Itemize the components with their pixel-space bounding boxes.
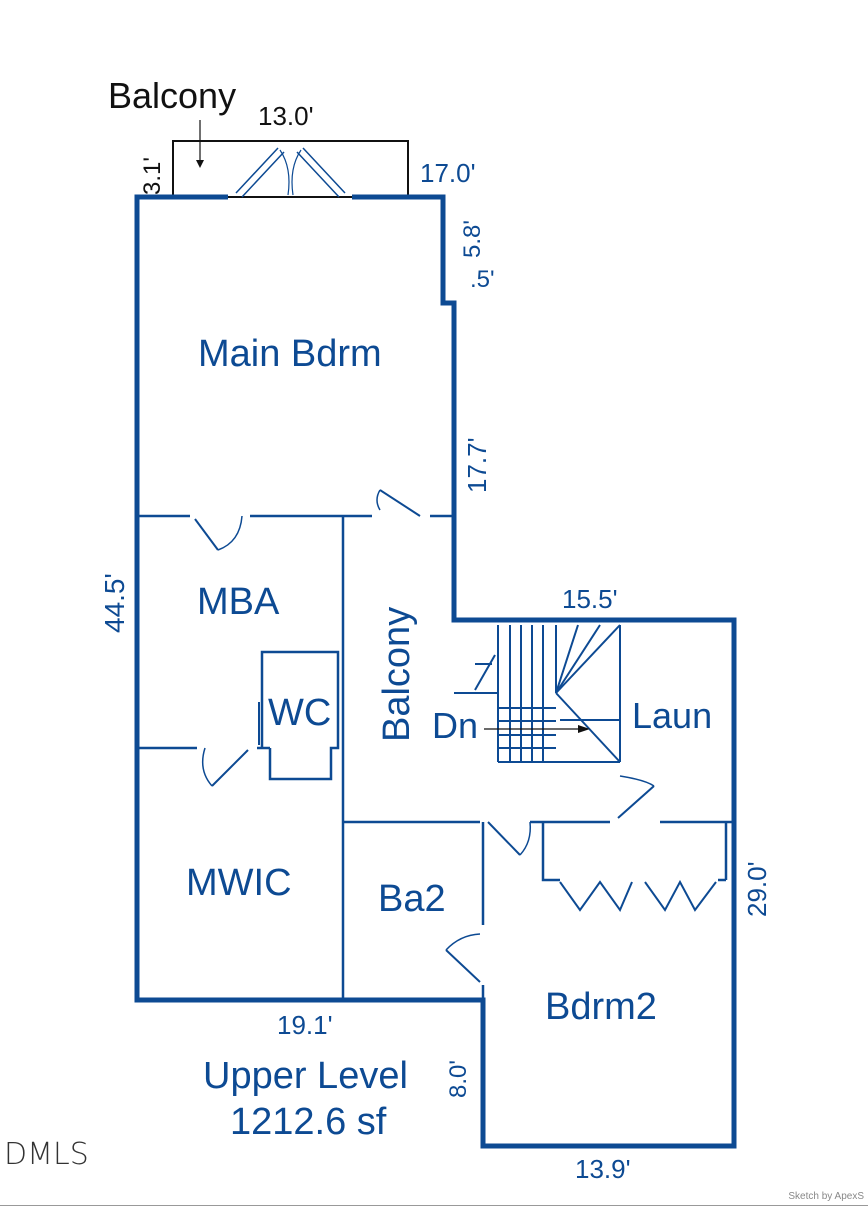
bottom-right-dimension: 13.9': [575, 1154, 631, 1184]
balcony-pointer-arrow: [196, 160, 204, 168]
room-label-main-bdrm: Main Bdrm: [198, 333, 382, 375]
room-label-laun: Laun: [632, 695, 712, 736]
right-jog-dimension-2: .5': [470, 266, 495, 293]
caption-area: 1212.6 sf: [230, 1101, 387, 1143]
interior-doors: [194, 489, 717, 983]
room-label-mba: MBA: [197, 581, 280, 623]
balcony-top-outline: [172, 120, 409, 199]
balcony-width-dimension: 13.0': [258, 101, 314, 131]
sketch-credit: Sketch by ApexS: [788, 1191, 864, 1202]
interior-walls: [137, 514, 734, 1000]
stair-top-dimension: 15.5': [562, 584, 618, 614]
right-mid-dimension: 17.7': [462, 437, 492, 493]
room-label-bdrm2: Bdrm2: [545, 986, 657, 1028]
room-label-mwic: MWIC: [186, 862, 292, 904]
right-lower-dimension: 29.0': [742, 861, 772, 917]
balcony-doors: [235, 147, 346, 198]
room-label-balcony: Balcony: [376, 607, 418, 742]
exterior-walls: [134, 194, 737, 1149]
left-total-dimension: 44.5': [99, 573, 130, 633]
balcony-depth-dimension: 3.1': [139, 157, 166, 195]
right-jog-dimension-1: 5.8': [459, 220, 486, 258]
caption-level: Upper Level: [203, 1055, 408, 1097]
stair-label-dn: Dn: [432, 705, 478, 746]
room-label-ba2: Ba2: [378, 878, 446, 920]
watermark-text: DMLS: [4, 1137, 89, 1172]
bottom-left-dimension: 19.1': [277, 1010, 333, 1040]
step-down-dimension: 8.0': [445, 1060, 472, 1098]
right-top-dimension: 17.0': [420, 158, 476, 188]
room-label-wc: WC: [268, 692, 331, 734]
balcony-top-label: Balcony: [108, 75, 236, 116]
staircase: [454, 624, 621, 763]
